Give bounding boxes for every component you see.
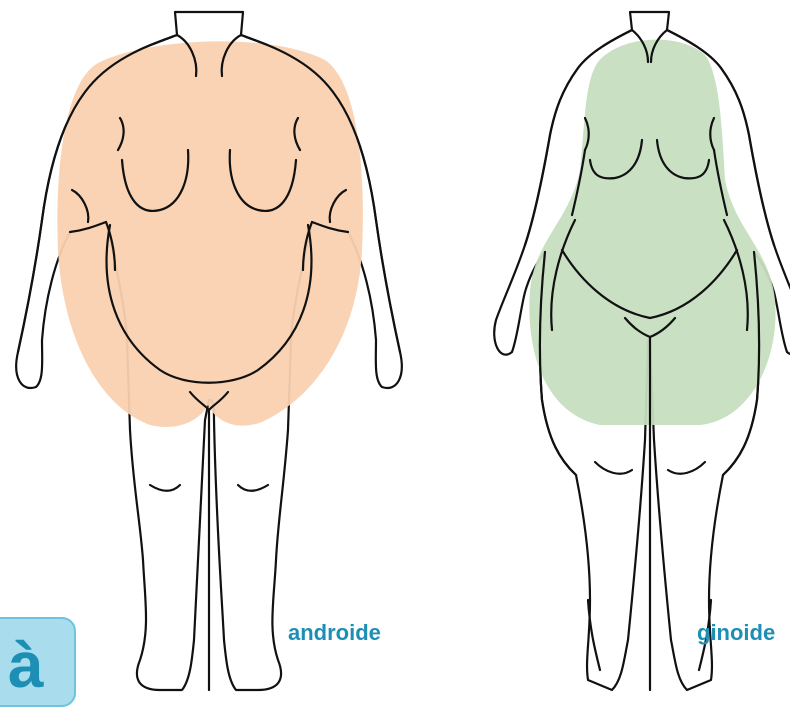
diagram-canvas xyxy=(0,0,790,692)
body-shape-diagram: androide ginoide à xyxy=(0,0,790,692)
badge-letter: à xyxy=(8,633,44,697)
gynoid-figure xyxy=(494,12,790,690)
android-figure xyxy=(16,12,402,690)
android-label: androide xyxy=(288,620,381,646)
letter-badge: à xyxy=(0,617,76,707)
gynoid-label: ginoide xyxy=(697,620,775,646)
android-fat-region xyxy=(57,41,362,427)
